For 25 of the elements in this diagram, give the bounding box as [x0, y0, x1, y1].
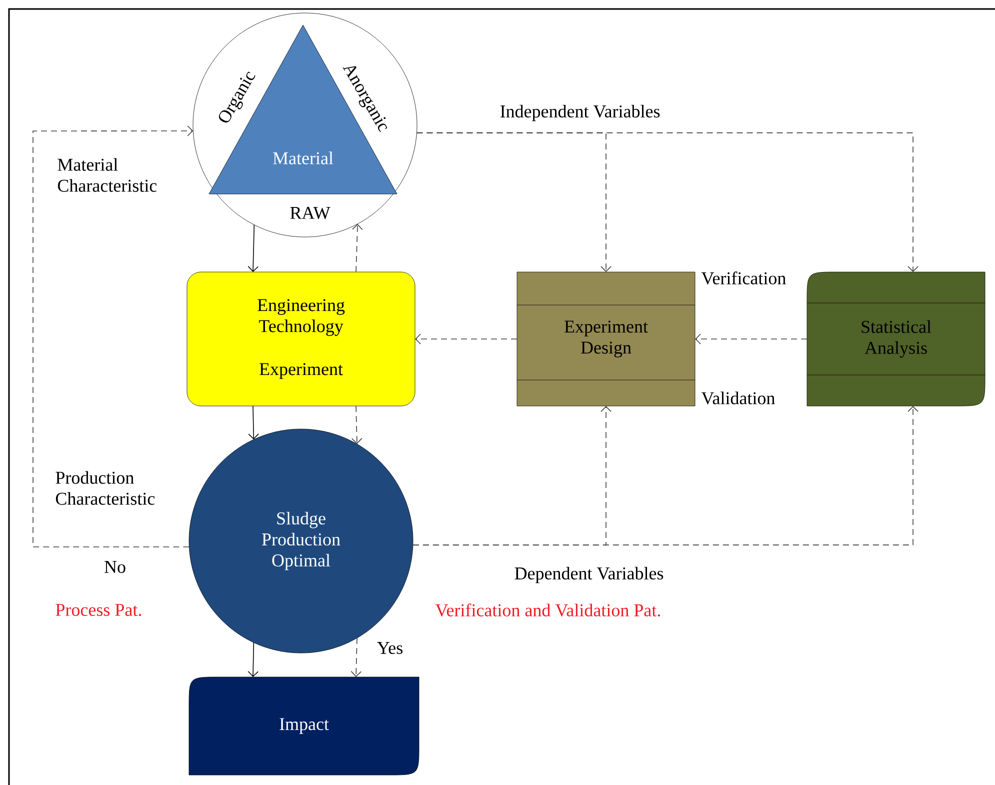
note-text: Production Characteristic: [56, 471, 155, 505]
edge-label: No: [103, 560, 127, 574]
arrow: [248, 224, 259, 272]
impact-box: Impact: [188, 676, 420, 776]
arrow: [695, 334, 808, 344]
arrow: [412, 406, 918, 546]
edge-label: Yes: [376, 641, 404, 655]
arrow: [350, 638, 362, 678]
arrow: [248, 406, 259, 440]
edge-label: Dependent Variables: [513, 566, 665, 584]
note-text: Material Characteristic: [58, 158, 157, 192]
arrow: [415, 334, 518, 344]
node-label: Validation: [701, 392, 775, 404]
arrow: [351, 406, 362, 444]
process-box: Engineering Technology Experiment: [186, 272, 416, 406]
note-text: Verification and Validation Pat.: [435, 604, 660, 616]
arrow: [416, 132, 918, 272]
edge-label: Independent Variables: [498, 104, 662, 122]
analysis-box: Statistical Analysis: [806, 272, 986, 406]
design-box: Experiment Design Verification Validation: [516, 272, 786, 406]
arrow: [352, 224, 363, 272]
arrow: [32, 125, 194, 548]
arrow: [248, 642, 258, 678]
node-label: Verification: [701, 272, 786, 284]
note-text: Process Pat.: [56, 604, 141, 616]
